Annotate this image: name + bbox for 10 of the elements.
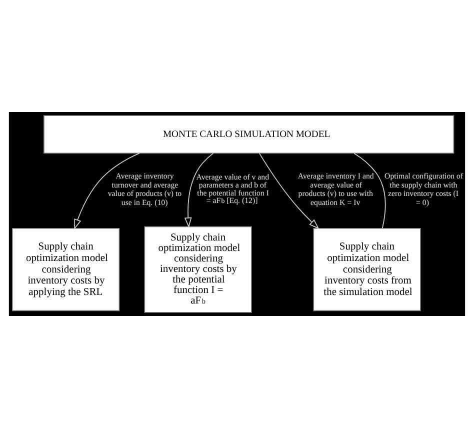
- node-box: MONTE CARLO SIMULATION MODEL: [44, 115, 454, 154]
- arrow: [184, 152, 214, 228]
- arrow: [74, 152, 140, 230]
- node-box: Supply chain optimization model considering inventory costs from the simulation model: [313, 228, 421, 312]
- edge-label: Average inventory turnover and average value of products (v) to use in Eq. (10): [108, 172, 182, 207]
- node-box: Supply chain optimization model considering inventory costs by applying the SRL: [12, 228, 120, 312]
- edge-label: Average inventory I and average value of products (v) to use with equation K = Iv: [298, 172, 374, 207]
- connector: [354, 152, 386, 229]
- edge-label: Optimal configuration of the supply chain with zero inventory costs (I = 0): [384, 172, 464, 207]
- arrow: [258, 152, 320, 230]
